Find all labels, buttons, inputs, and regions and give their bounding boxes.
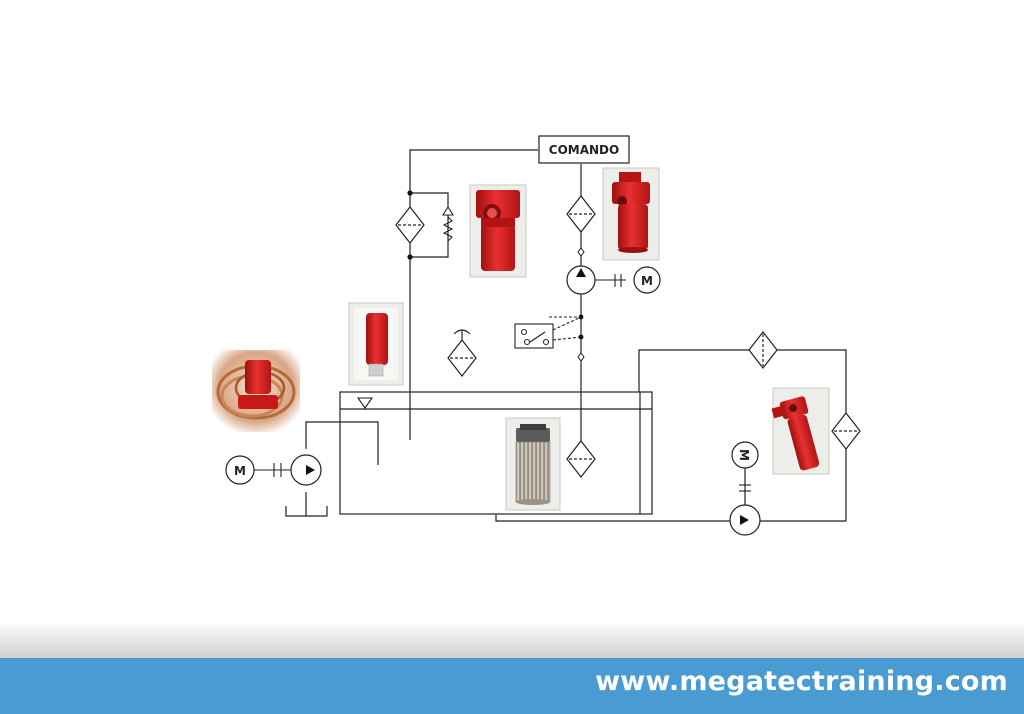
pressure-switch [514,316,582,349]
command-box: COMANDO [538,135,630,164]
reservoir-tank [339,391,653,515]
filter-symbols [395,195,861,478]
footer-shadow [0,622,1024,658]
offline-motor-symbol: M [731,441,759,492]
fluid-level-indicator [356,397,374,409]
main-pump-symbol [566,265,626,295]
suction-filter-symbol [566,440,596,478]
left-motor-symbol: M [225,455,255,485]
offline-filter-right-symbol [831,412,861,450]
return-filter-symbol [395,206,425,244]
breather-filter-photo [348,302,404,386]
command-box-label: COMANDO [549,143,619,157]
junction-dots [407,190,584,340]
offline-motor-label: M [737,449,751,461]
bypass-check-valve [442,205,454,242]
main-motor-label: M [641,274,653,288]
offline-pump-symbol [729,504,761,536]
offline-filter-top-symbol [748,331,778,369]
breather-filter-symbol [447,329,477,377]
left-motor-label: M [234,464,246,478]
footer-website-link[interactable]: www.megatectraining.com [595,666,1008,697]
pressure-filter-symbol [566,195,596,233]
offline-filter-photo [771,387,830,475]
return-filter-photo [469,184,527,278]
suction-element-photo [505,417,561,511]
pressure-filter-photo [602,167,660,261]
left-pump-symbol [254,454,322,486]
footer-bar: www.megatectraining.com [0,658,1024,714]
suction-strainer-photo [212,350,300,432]
main-motor-symbol: M [633,266,661,294]
